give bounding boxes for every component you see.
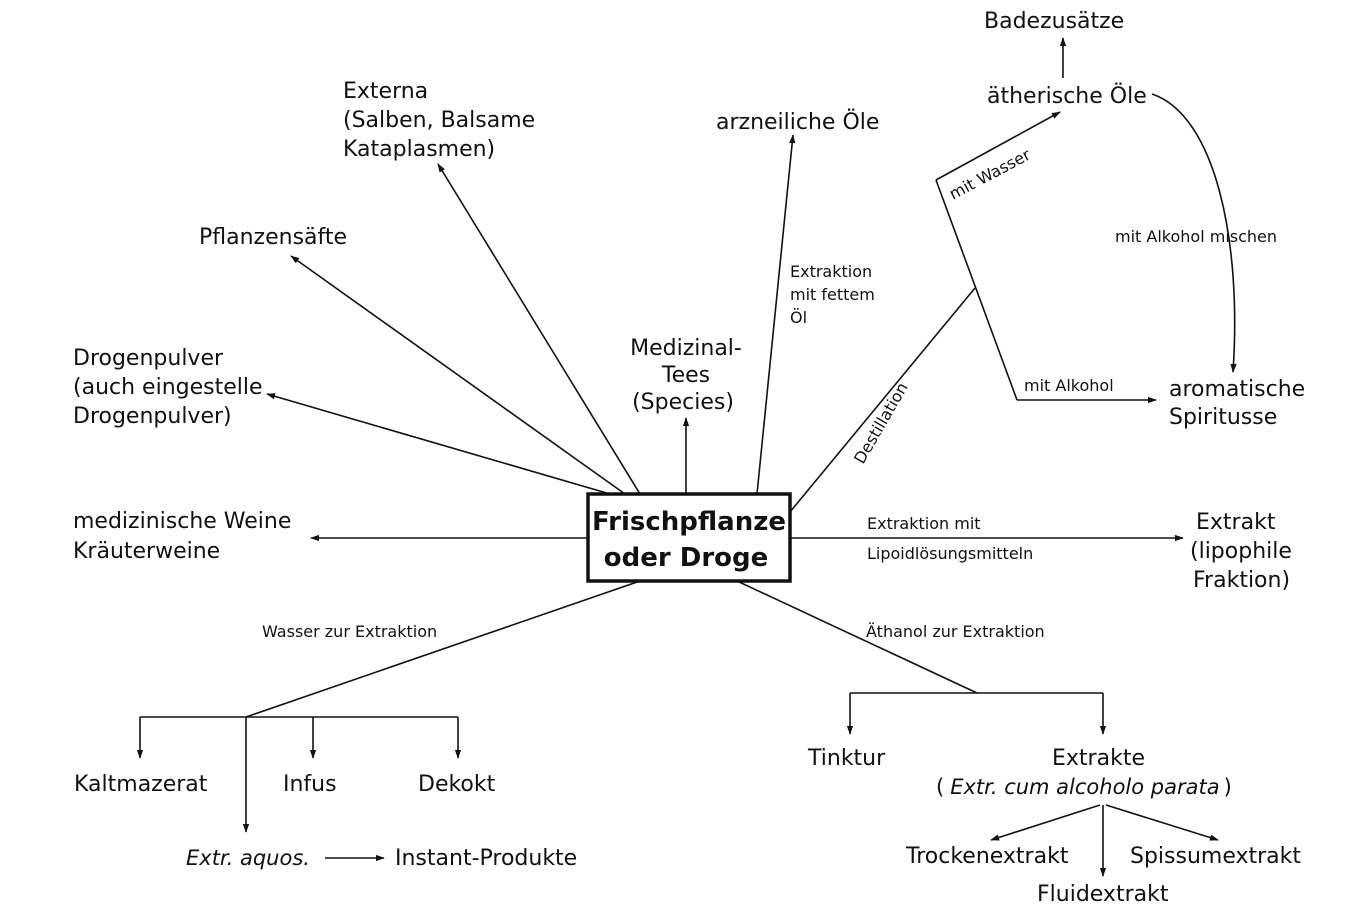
- label-aromatische-spiritusse-1: aromatische: [1169, 377, 1305, 402]
- label-medizinal-tees-2: Tees: [661, 363, 710, 388]
- label-arzneiliche-oele: arzneiliche Öle: [716, 109, 879, 135]
- arrow-to-arzneiliche-oele: [756, 134, 796, 495]
- label-extrakt-lipophil-2: (lipophile: [1190, 539, 1292, 564]
- arrow-to-externa: [437, 163, 641, 495]
- label-infus: Infus: [283, 772, 337, 797]
- label-drogenpulver-2: (auch eingestelle: [73, 375, 263, 400]
- edge-label-wasser-zur-extraktion: Wasser zur Extraktion: [262, 622, 437, 641]
- label-extrakte: Extrakte: [1052, 746, 1145, 771]
- label-externa-1: Externa: [343, 79, 428, 104]
- edge-label-mit-alkohol: mit Alkohol: [1024, 376, 1114, 395]
- label-extr-aquos: Extr. aquos.: [186, 846, 310, 870]
- label-extrakte-sub: (Extr. cum alcoholo parata): [936, 775, 1232, 799]
- edge-label-lipoid-2: Lipoidlösungsmitteln: [867, 544, 1033, 563]
- arrow-to-aetherische-oele: [935, 111, 1061, 181]
- arrow-to-trockenextrakt: [990, 804, 1101, 841]
- label-medizinal-tees-1: Medizinal-: [630, 336, 742, 361]
- center-line-2: oder Droge: [604, 543, 769, 573]
- label-drogenpulver-3: Drogenpulver): [73, 404, 232, 429]
- edge-label-fettem-oel-1: Extraktion: [790, 262, 872, 281]
- edge-label-mit-alkohol-mischen: mit Alkohol mischen: [1115, 227, 1277, 246]
- label-badezusaetze: Badezusätze: [984, 9, 1124, 34]
- label-weine-2: Kräuterweine: [73, 539, 220, 564]
- label-trockenextrakt: Trockenextrakt: [905, 844, 1069, 869]
- aethanol-line: [736, 580, 978, 694]
- edge-label-mit-wasser: mit Wasser: [946, 145, 1034, 204]
- label-instant-produkte: Instant-Produkte: [395, 846, 577, 871]
- label-pflanzensaefte: Pflanzensäfte: [199, 225, 347, 250]
- wasser-line: [245, 580, 641, 718]
- label-spissumextrakt: Spissumextrakt: [1130, 844, 1301, 869]
- edge-label-fettem-oel-3: Öl: [790, 308, 807, 327]
- center-line-1: Frischpflanze: [592, 507, 786, 537]
- label-dekokt: Dekokt: [418, 772, 496, 797]
- label-kaltmazerat: Kaltmazerat: [74, 772, 208, 797]
- label-extrakt-lipophil-1: Extrakt: [1196, 510, 1276, 535]
- arrow-to-spissumextrakt: [1105, 804, 1219, 841]
- label-aetherische-oele: ätherische Öle: [987, 83, 1147, 109]
- edge-label-destillation: Destillation: [850, 379, 912, 467]
- edge-label-lipoid-1: Extraktion mit: [867, 514, 981, 533]
- label-aromatische-spiritusse-2: Spiritusse: [1169, 405, 1277, 430]
- destillation-line: [789, 287, 976, 513]
- label-externa-2: (Salben, Balsame: [343, 108, 535, 133]
- arrow-to-drogenpulver: [266, 393, 611, 495]
- label-weine-1: medizinische Weine: [73, 509, 291, 534]
- label-externa-3: Kataplasmen): [343, 137, 495, 162]
- edge-label-aethanol-zur-extraktion: Äthanol zur Extraktion: [866, 622, 1045, 641]
- label-drogenpulver-1: Drogenpulver: [73, 346, 224, 371]
- edge-label-fettem-oel-2: mit fettem: [790, 285, 875, 304]
- label-tinktur: Tinktur: [807, 746, 886, 771]
- arrow-mit-alkohol-mischen: [1151, 93, 1237, 373]
- destillation-fork: [935, 179, 1018, 401]
- label-medizinal-tees-3: (Species): [632, 390, 734, 415]
- label-extrakt-lipophil-3: Fraktion): [1193, 568, 1290, 593]
- label-fluidextrakt: Fluidextrakt: [1037, 882, 1169, 907]
- arrow-to-pflanzensaefte: [290, 255, 626, 495]
